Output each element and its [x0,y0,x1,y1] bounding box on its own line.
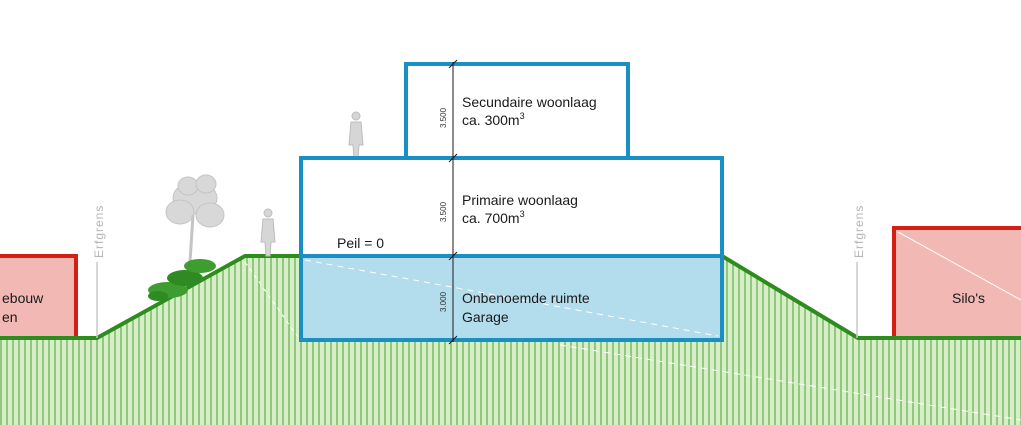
left-building-label-2: en [2,309,18,325]
secondary-level-box [404,62,630,160]
ground-dash-2 [559,344,1021,421]
shrub-icon [148,259,216,301]
right-building: Silo's [892,226,1021,340]
basement-sub: Garage [462,309,509,325]
left-building-label-1: ebouw [2,290,44,306]
basement-height-label: 3.000 [439,291,448,312]
dimension-line [448,59,458,345]
left-building: ebouw en [0,254,78,340]
erfgrens-left: Erfgrens [92,205,106,338]
erfgrens-left-label: Erfgrens [92,205,106,258]
ground-line-right [720,254,1021,340]
secondary-level-volume: ca. 300m3 [462,111,525,128]
primary-height-label: 3.500 [439,201,448,222]
primary-level-name: Primaire woonlaag [462,192,578,208]
secondary-height-label: 3.500 [439,107,448,128]
primary-level-box [299,156,724,258]
erfgrens-right: Erfgrens [852,205,866,338]
primary-level-volume: ca. 700m3 [462,209,525,226]
tree-icon [165,174,225,263]
basement-dash [304,259,719,337]
person-icon-1 [260,208,276,257]
secondary-level-name: Secundaire woonlaag [462,94,597,110]
right-building-label: Silo's [952,290,985,306]
erfgrens-right-label: Erfgrens [852,205,866,258]
peil-label: Peil = 0 [337,235,384,251]
person-icon-2 [348,111,364,159]
basement-name: Onbenoemde ruimte [462,290,590,306]
